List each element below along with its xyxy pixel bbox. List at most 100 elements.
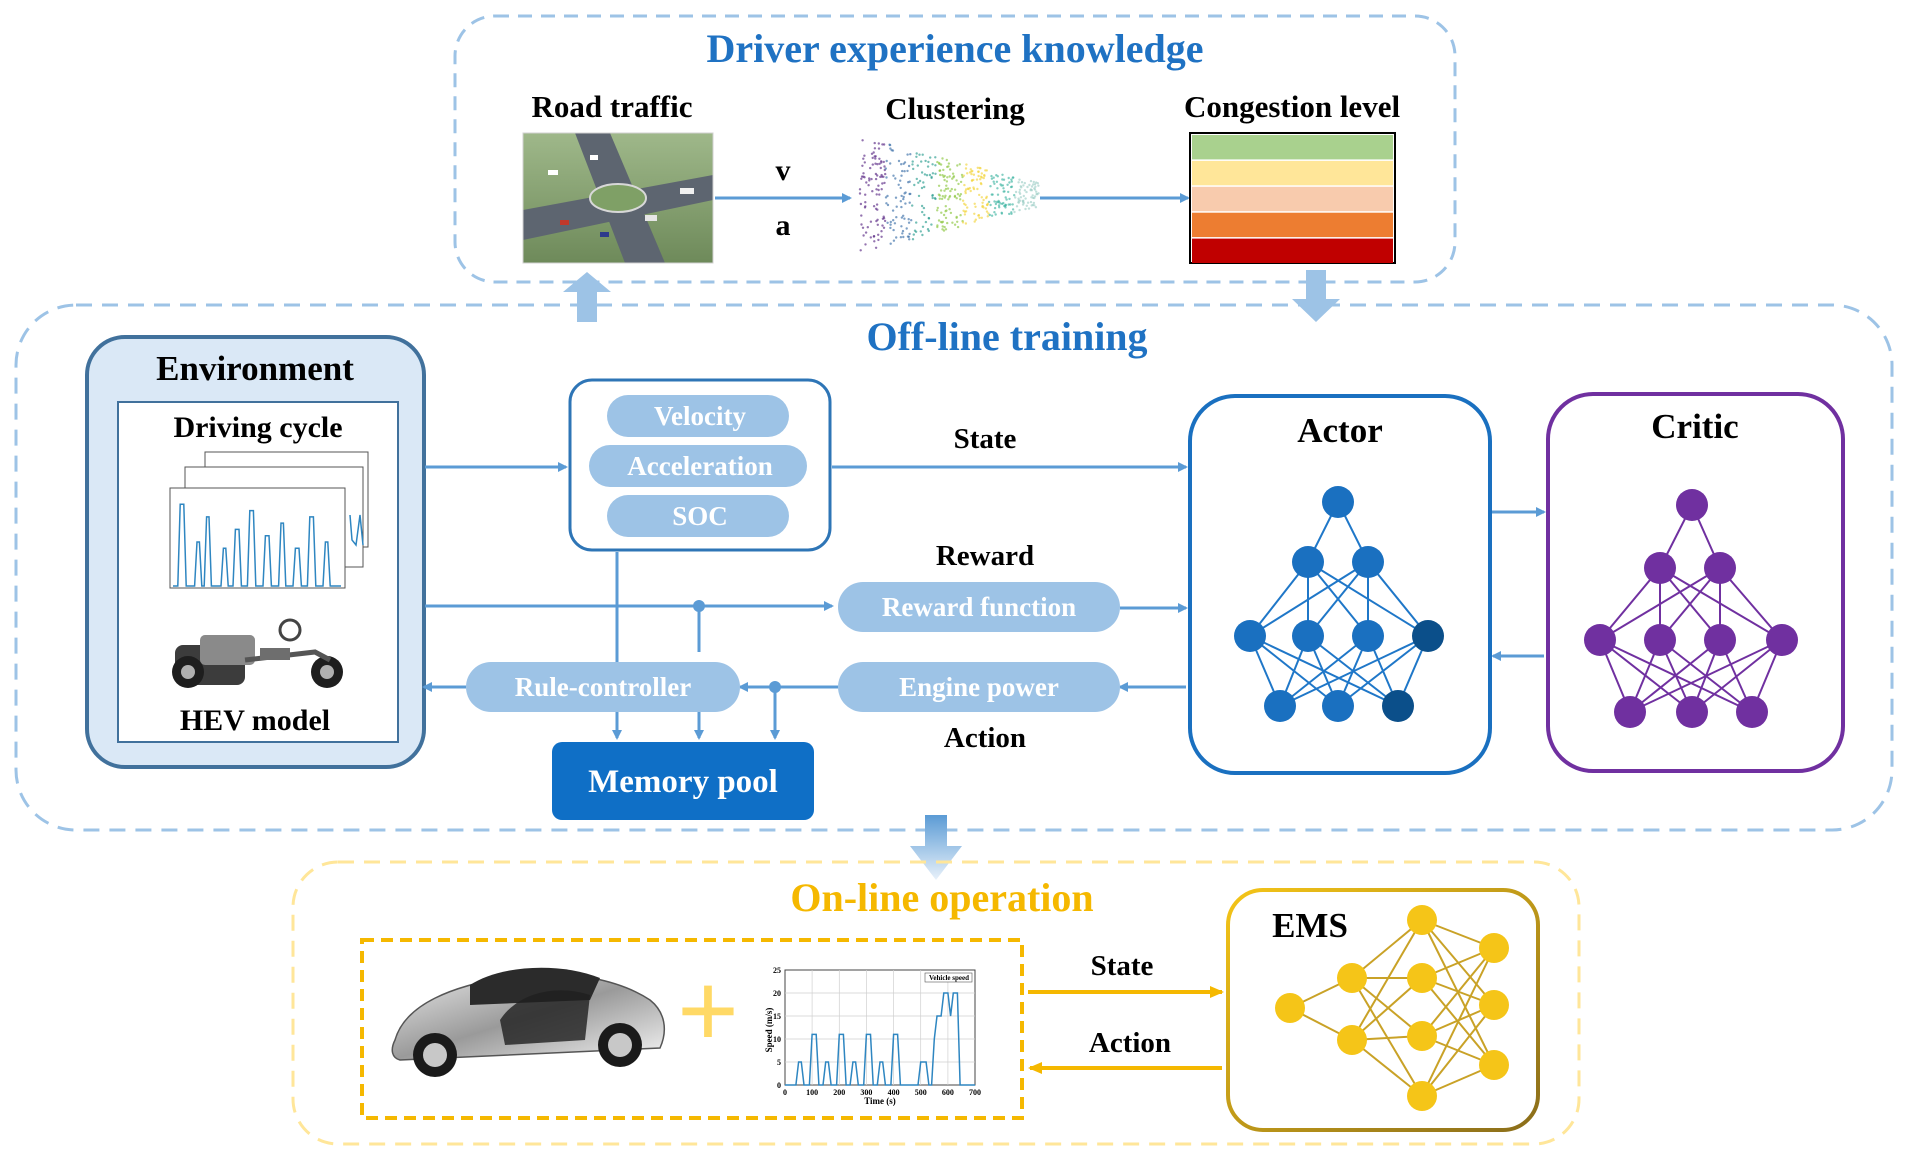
ems-net-node-2-2 <box>1407 1021 1437 1051</box>
offline-training-panel: Off-line training Environment Driving cy… <box>14 303 1894 832</box>
reward-label: Reward <box>936 540 1034 572</box>
ems-net-node-3-0 <box>1479 933 1509 963</box>
online-chart-ytick: 20 <box>773 989 781 998</box>
actor-net-node-3-2 <box>1382 690 1414 722</box>
clustering-scatter-image <box>858 139 1040 252</box>
actor-net-node-2-1 <box>1292 620 1324 652</box>
critic-box: Critic <box>1546 392 1845 773</box>
rule-controller-text: Rule-controller <box>515 672 691 702</box>
online-chart-ytick: 15 <box>773 1012 781 1021</box>
reward-function-pill <box>838 582 1120 632</box>
vehicle-input-frame <box>360 938 1024 1120</box>
actor-net-node-1-0 <box>1292 546 1324 578</box>
congestion-level-3 <box>1192 186 1393 212</box>
down-arrow-to-online <box>910 815 962 880</box>
critic-network <box>1584 489 1798 728</box>
state-label: State <box>954 423 1017 455</box>
online-chart-xtick: 500 <box>915 1088 927 1097</box>
memory-pool-box <box>552 742 814 820</box>
online-operation-panel: On-line operation + Vehicle speed Speed … <box>291 860 1581 1146</box>
driver-knowledge-panel: Driver experience knowledge Road traffic… <box>453 14 1457 284</box>
state-pill-1 <box>607 395 789 437</box>
critic-title: Critic <box>1651 407 1738 446</box>
hev-model-image <box>172 618 343 688</box>
down-arrow-from-knowledge <box>1292 270 1340 322</box>
actor-title: Actor <box>1297 411 1383 450</box>
actor-box: Actor <box>1188 394 1492 775</box>
actor-net-node-2-3 <box>1412 620 1444 652</box>
rule-controller-pill <box>466 662 740 712</box>
online-chart-ylabel: Speed (m/s) <box>764 1008 774 1053</box>
state-pill-text-2: Acceleration <box>627 451 772 481</box>
offline-training-title: Off-line training <box>866 314 1147 359</box>
critic-net-node-1-1 <box>1704 552 1736 584</box>
actor-net-node-3-0 <box>1264 690 1296 722</box>
plus-icon: + <box>677 950 740 1072</box>
online-chart-xtick: 100 <box>806 1088 818 1097</box>
input-a-label: a <box>776 209 791 242</box>
driving-cycle-label: Driving cycle <box>173 411 342 444</box>
state-pill-3 <box>607 495 789 537</box>
congestion-level-bars <box>1189 132 1396 264</box>
online-chart-xtick: 0 <box>783 1088 787 1097</box>
ems-net-node-1-0 <box>1337 963 1367 993</box>
actor-net-node-2-2 <box>1352 620 1384 652</box>
actor-net-node-1-1 <box>1352 546 1384 578</box>
offline-training-border <box>14 303 1894 832</box>
online-chart-xlabel: Time (s) <box>864 1096 896 1106</box>
driver-knowledge-title: Driver experience knowledge <box>707 26 1204 71</box>
online-chart-xtick: 400 <box>888 1088 900 1097</box>
online-chart-ytick: 10 <box>773 1035 781 1044</box>
memory-pool-text: Memory pool <box>588 764 778 800</box>
environment-box: Environment Driving cycle <box>85 335 426 769</box>
actor-net-node-3-1 <box>1322 690 1354 722</box>
state-pill-text-3: SOC <box>672 501 728 531</box>
congestion-level-label: Congestion level <box>1184 89 1401 124</box>
driver-knowledge-border <box>453 14 1457 284</box>
reward-function-text: Reward function <box>882 592 1076 622</box>
critic-net-node-3-2 <box>1736 696 1768 728</box>
hev-model-label: HEV model <box>180 704 330 737</box>
ems-box: EMS <box>1226 888 1540 1132</box>
online-chart-ytick: 5 <box>777 1058 781 1067</box>
critic-net-node-2-1 <box>1644 624 1676 656</box>
critic-net-node-2-0 <box>1584 624 1616 656</box>
online-chart-xtick: 300 <box>860 1088 872 1097</box>
online-chart-legend: Vehicle speed <box>929 974 969 982</box>
input-v-label: v <box>776 154 791 187</box>
online-chart-xtick: 700 <box>969 1088 981 1097</box>
online-chart-ytick: 25 <box>773 966 781 975</box>
actor-net-node-0-0 <box>1322 486 1354 518</box>
online-chart-xtick: 600 <box>942 1088 954 1097</box>
ems-net-node-3-2 <box>1479 1050 1509 1080</box>
engine-power-pill <box>838 662 1120 712</box>
online-state-label: State <box>1091 950 1154 982</box>
ems-net-node-2-1 <box>1407 963 1437 993</box>
critic-net-node-2-3 <box>1766 624 1798 656</box>
actor-net-node-2-0 <box>1234 620 1266 652</box>
driving-cycle-speed-line <box>173 503 341 587</box>
online-operation-border <box>291 860 1581 1146</box>
actor-network <box>1234 486 1444 722</box>
action-label: Action <box>944 722 1026 754</box>
state-pill-2 <box>589 445 807 487</box>
congestion-level-5 <box>1192 238 1393 263</box>
state-pill-text-1: Velocity <box>654 401 746 431</box>
ems-net-node-0-0 <box>1275 993 1305 1023</box>
online-speed-chart: Vehicle speed Speed (m/s) Time (s) 0 5 10 1… <box>764 966 981 1106</box>
clustering-label: Clustering <box>885 91 1025 126</box>
online-speed-line <box>785 992 975 1086</box>
online-action-label: Action <box>1089 1027 1171 1059</box>
car-image <box>391 967 666 1077</box>
road-traffic-label: Road traffic <box>532 89 693 124</box>
online-chart-ytick: 0 <box>777 1081 781 1090</box>
ems-net-node-2-0 <box>1407 905 1437 935</box>
environment-title: Environment <box>156 349 354 388</box>
online-operation-title: On-line operation <box>790 875 1093 920</box>
ems-network <box>1275 905 1509 1111</box>
congestion-level-2 <box>1192 160 1393 186</box>
congestion-level-4 <box>1192 212 1393 238</box>
ems-title: EMS <box>1272 906 1348 945</box>
